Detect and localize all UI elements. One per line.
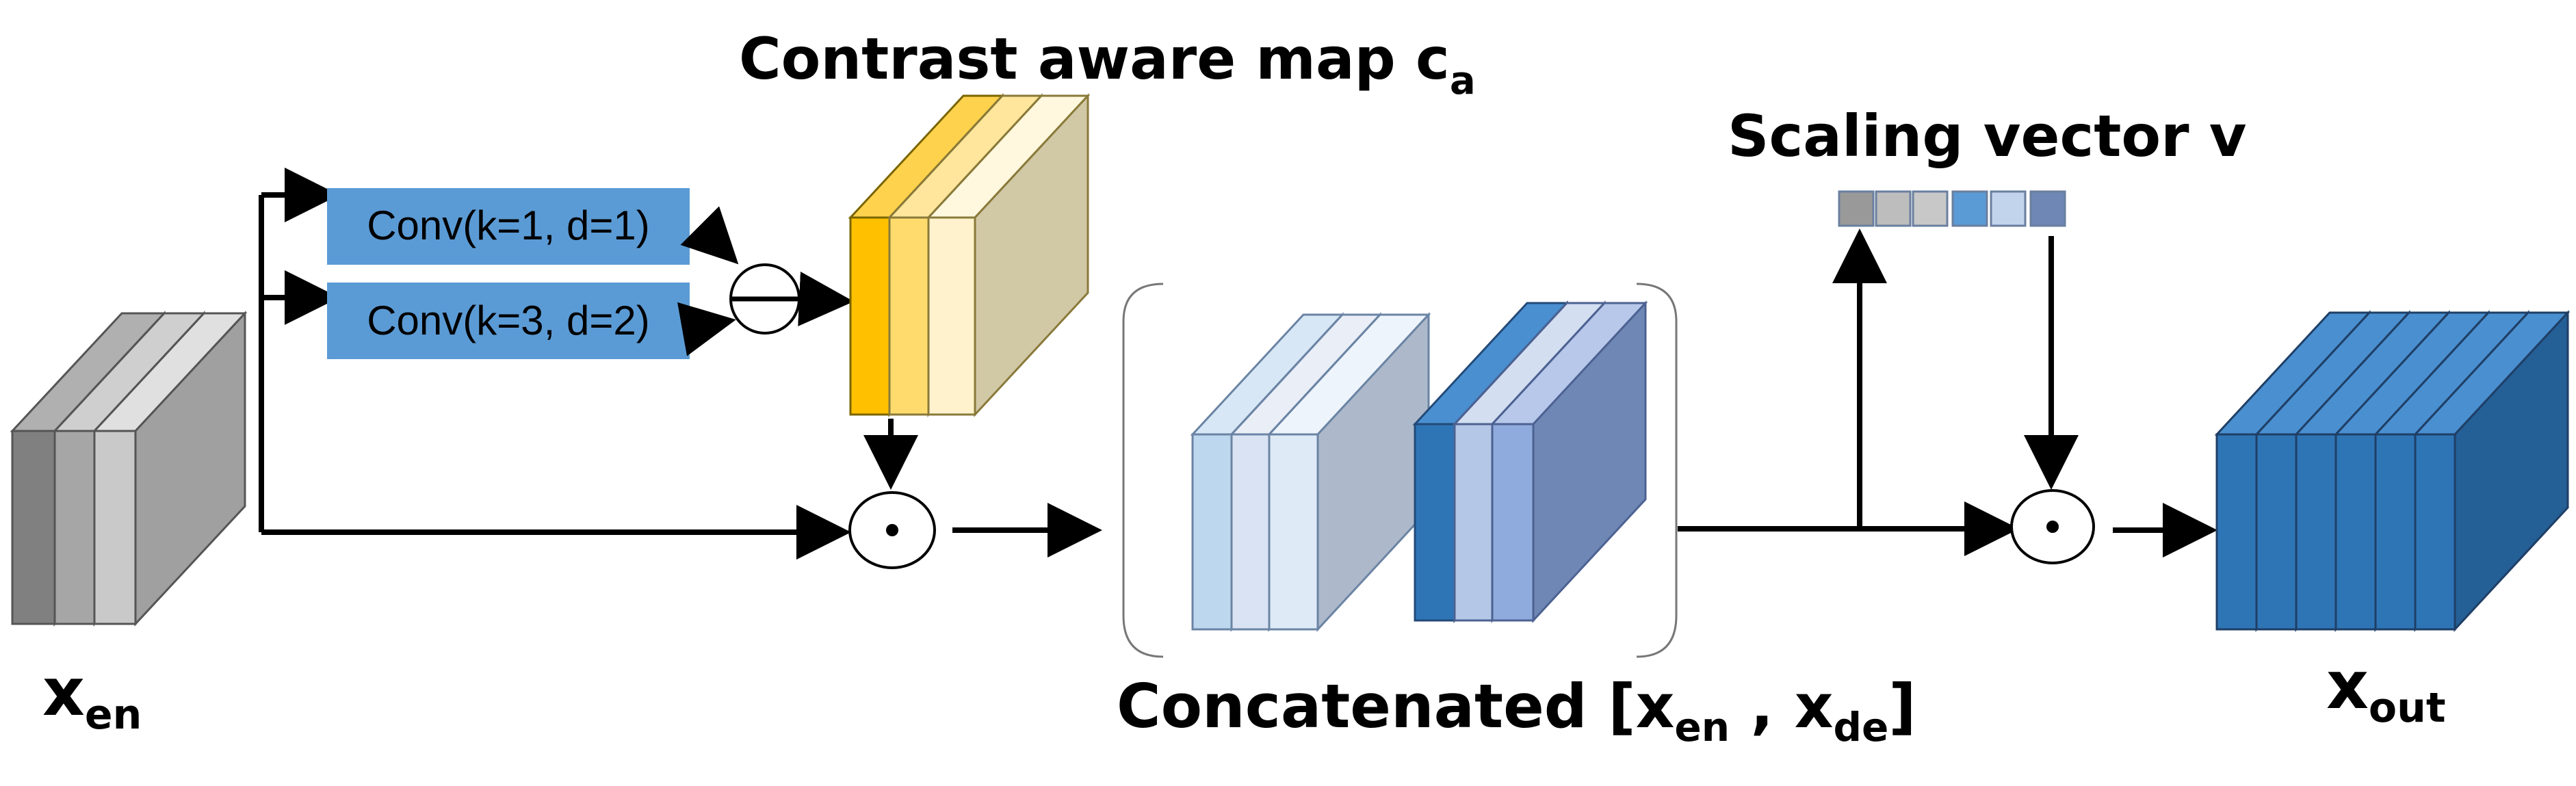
conv-box-k3-d2: Conv(k=3, d=2) xyxy=(327,283,690,359)
scaling-cell-1 xyxy=(1838,190,1875,227)
concat-xde-block xyxy=(1412,300,1648,623)
multiply-operator-2 xyxy=(2010,489,2095,564)
conv-to-minus-arrows xyxy=(677,206,739,356)
scaling-vector xyxy=(1838,190,2066,227)
conv-box-k1-d1: Conv(k=1, d=1) xyxy=(327,188,690,265)
scaling-cell-3 xyxy=(1912,190,1949,227)
output-block-xout xyxy=(2214,310,2571,632)
contrast-map-label: Contrast aware map ca xyxy=(739,25,1476,103)
scaling-cell-6 xyxy=(2029,190,2066,227)
concat-xde-slice-3 xyxy=(1489,300,1648,623)
minus-operator xyxy=(729,263,801,335)
concat-bracket xyxy=(1122,283,1678,658)
scaling-vector-label: Scaling vector v xyxy=(1728,103,2247,170)
input-branch-lines xyxy=(259,168,851,560)
scaling-cell-5 xyxy=(1990,190,2027,227)
xout-label: xout xyxy=(2326,647,2446,732)
xout-slice-6 xyxy=(2412,310,2571,632)
concat-xen-slice-3 xyxy=(1266,312,1431,632)
contrast-slice-3 xyxy=(926,93,1091,417)
conv-box-k3-d2-label: Conv(k=3, d=2) xyxy=(367,298,650,343)
input-block-xen xyxy=(10,311,248,627)
conv-box-k1-d1-label: Conv(k=1, d=1) xyxy=(367,202,650,248)
scaling-cell-4 xyxy=(1951,190,1988,227)
concat-xen-block xyxy=(1190,312,1431,632)
concatenated-label: Concatenated [xen , xde] xyxy=(1117,671,1916,750)
contrast-map-block xyxy=(848,93,1091,417)
multiply-operator-1 xyxy=(848,491,936,569)
xen-slice-3 xyxy=(92,311,248,627)
minus-to-contrast-arrow xyxy=(798,272,854,326)
concat-output-lines xyxy=(1678,228,2079,556)
scaling-cell-2 xyxy=(1875,190,1912,227)
xen-label: xen xyxy=(42,654,142,739)
